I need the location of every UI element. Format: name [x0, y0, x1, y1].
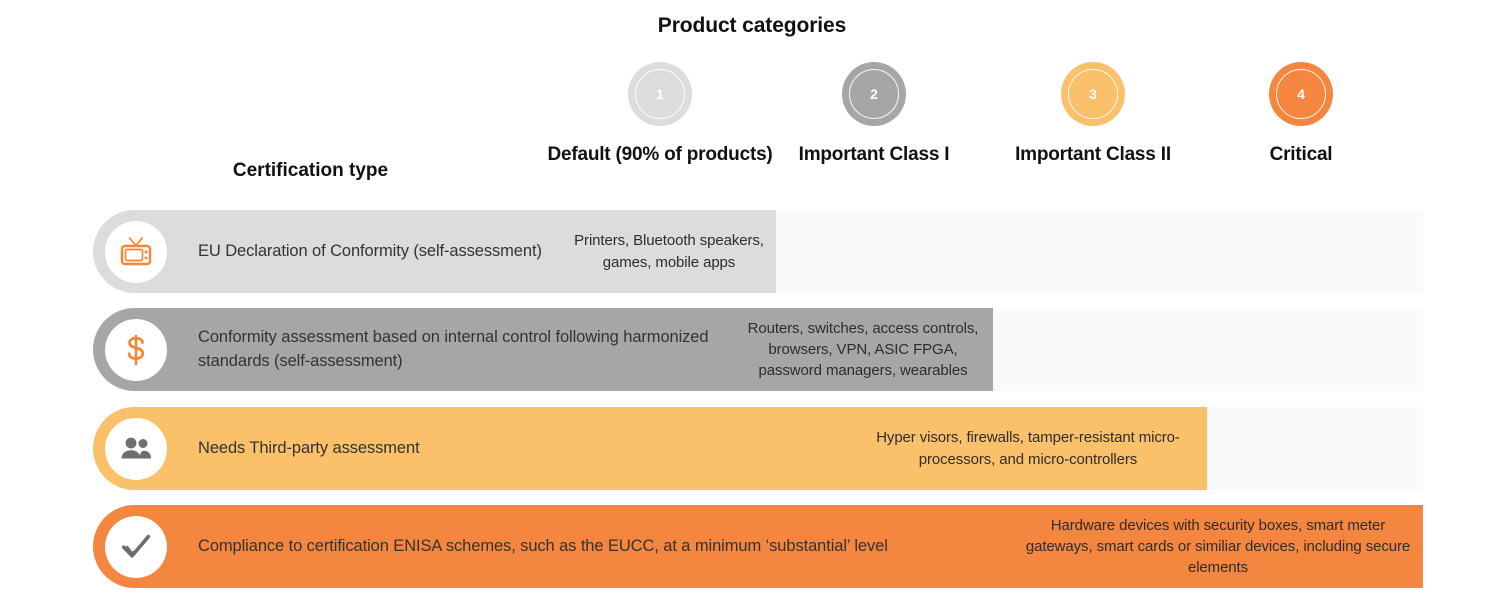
row-bar-1 — [93, 210, 776, 293]
certification-type-header: Certification type — [232, 160, 389, 181]
row-cell-text-2: Routers, switches, access controls, brow… — [747, 319, 979, 380]
row-label-1: EU Declaration of Conformity (self-asses… — [198, 241, 542, 260]
row-label-3: Needs Third-party assessment — [198, 438, 420, 457]
category-number-1: 1 — [656, 86, 664, 102]
category-column-3: 3 Important Class II — [978, 62, 1208, 167]
category-number-2: 2 — [870, 86, 878, 102]
row-label-4: Compliance to certification ENISA scheme… — [198, 536, 888, 555]
table-row: EU Declaration of Conformity (self-asses… — [93, 210, 1423, 293]
table-row: Conformity assessment based on internal … — [93, 308, 1423, 391]
row-cell-text-1: Printers, Bluetooth speakers, games, mob… — [574, 232, 764, 271]
page-title: Product categories — [657, 14, 847, 37]
category-badge-2: 2 — [842, 62, 906, 126]
row-cell-text-3: Hyper visors, firewalls, tamper-resistan… — [876, 429, 1180, 468]
category-column-2: 2 Important Class I — [759, 62, 989, 167]
category-label-2: Important Class I — [798, 144, 950, 165]
category-label-4: Critical — [1269, 144, 1333, 165]
category-number-4: 4 — [1297, 86, 1305, 102]
check-icon — [105, 515, 167, 578]
table-row: Needs Third-party assessment Hyper visor… — [93, 407, 1423, 490]
row-bar-2 — [93, 308, 993, 391]
category-badge-1: 1 — [628, 62, 692, 126]
category-label-3: Important Class II — [1015, 144, 1171, 165]
dollar-icon — [105, 318, 167, 381]
row-label-2: Conformity assessment based on internal … — [198, 328, 709, 370]
category-column-4: 4 Critical — [1186, 62, 1416, 167]
people-icon — [105, 417, 167, 480]
row-bar-4 — [93, 505, 1423, 588]
category-badge-3: 3 — [1061, 62, 1125, 126]
category-badge-4: 4 — [1269, 62, 1333, 126]
category-column-1: 1 Default (90% of products) — [545, 62, 775, 167]
row-bar-3 — [93, 407, 1207, 490]
table-row: Compliance to certification ENISA scheme… — [93, 505, 1423, 588]
category-label-1: Default (90% of products) — [547, 144, 773, 165]
tv-icon — [105, 220, 167, 283]
category-number-3: 3 — [1089, 86, 1097, 102]
row-cell-text-4: Hardware devices with security boxes, sm… — [1025, 516, 1411, 577]
